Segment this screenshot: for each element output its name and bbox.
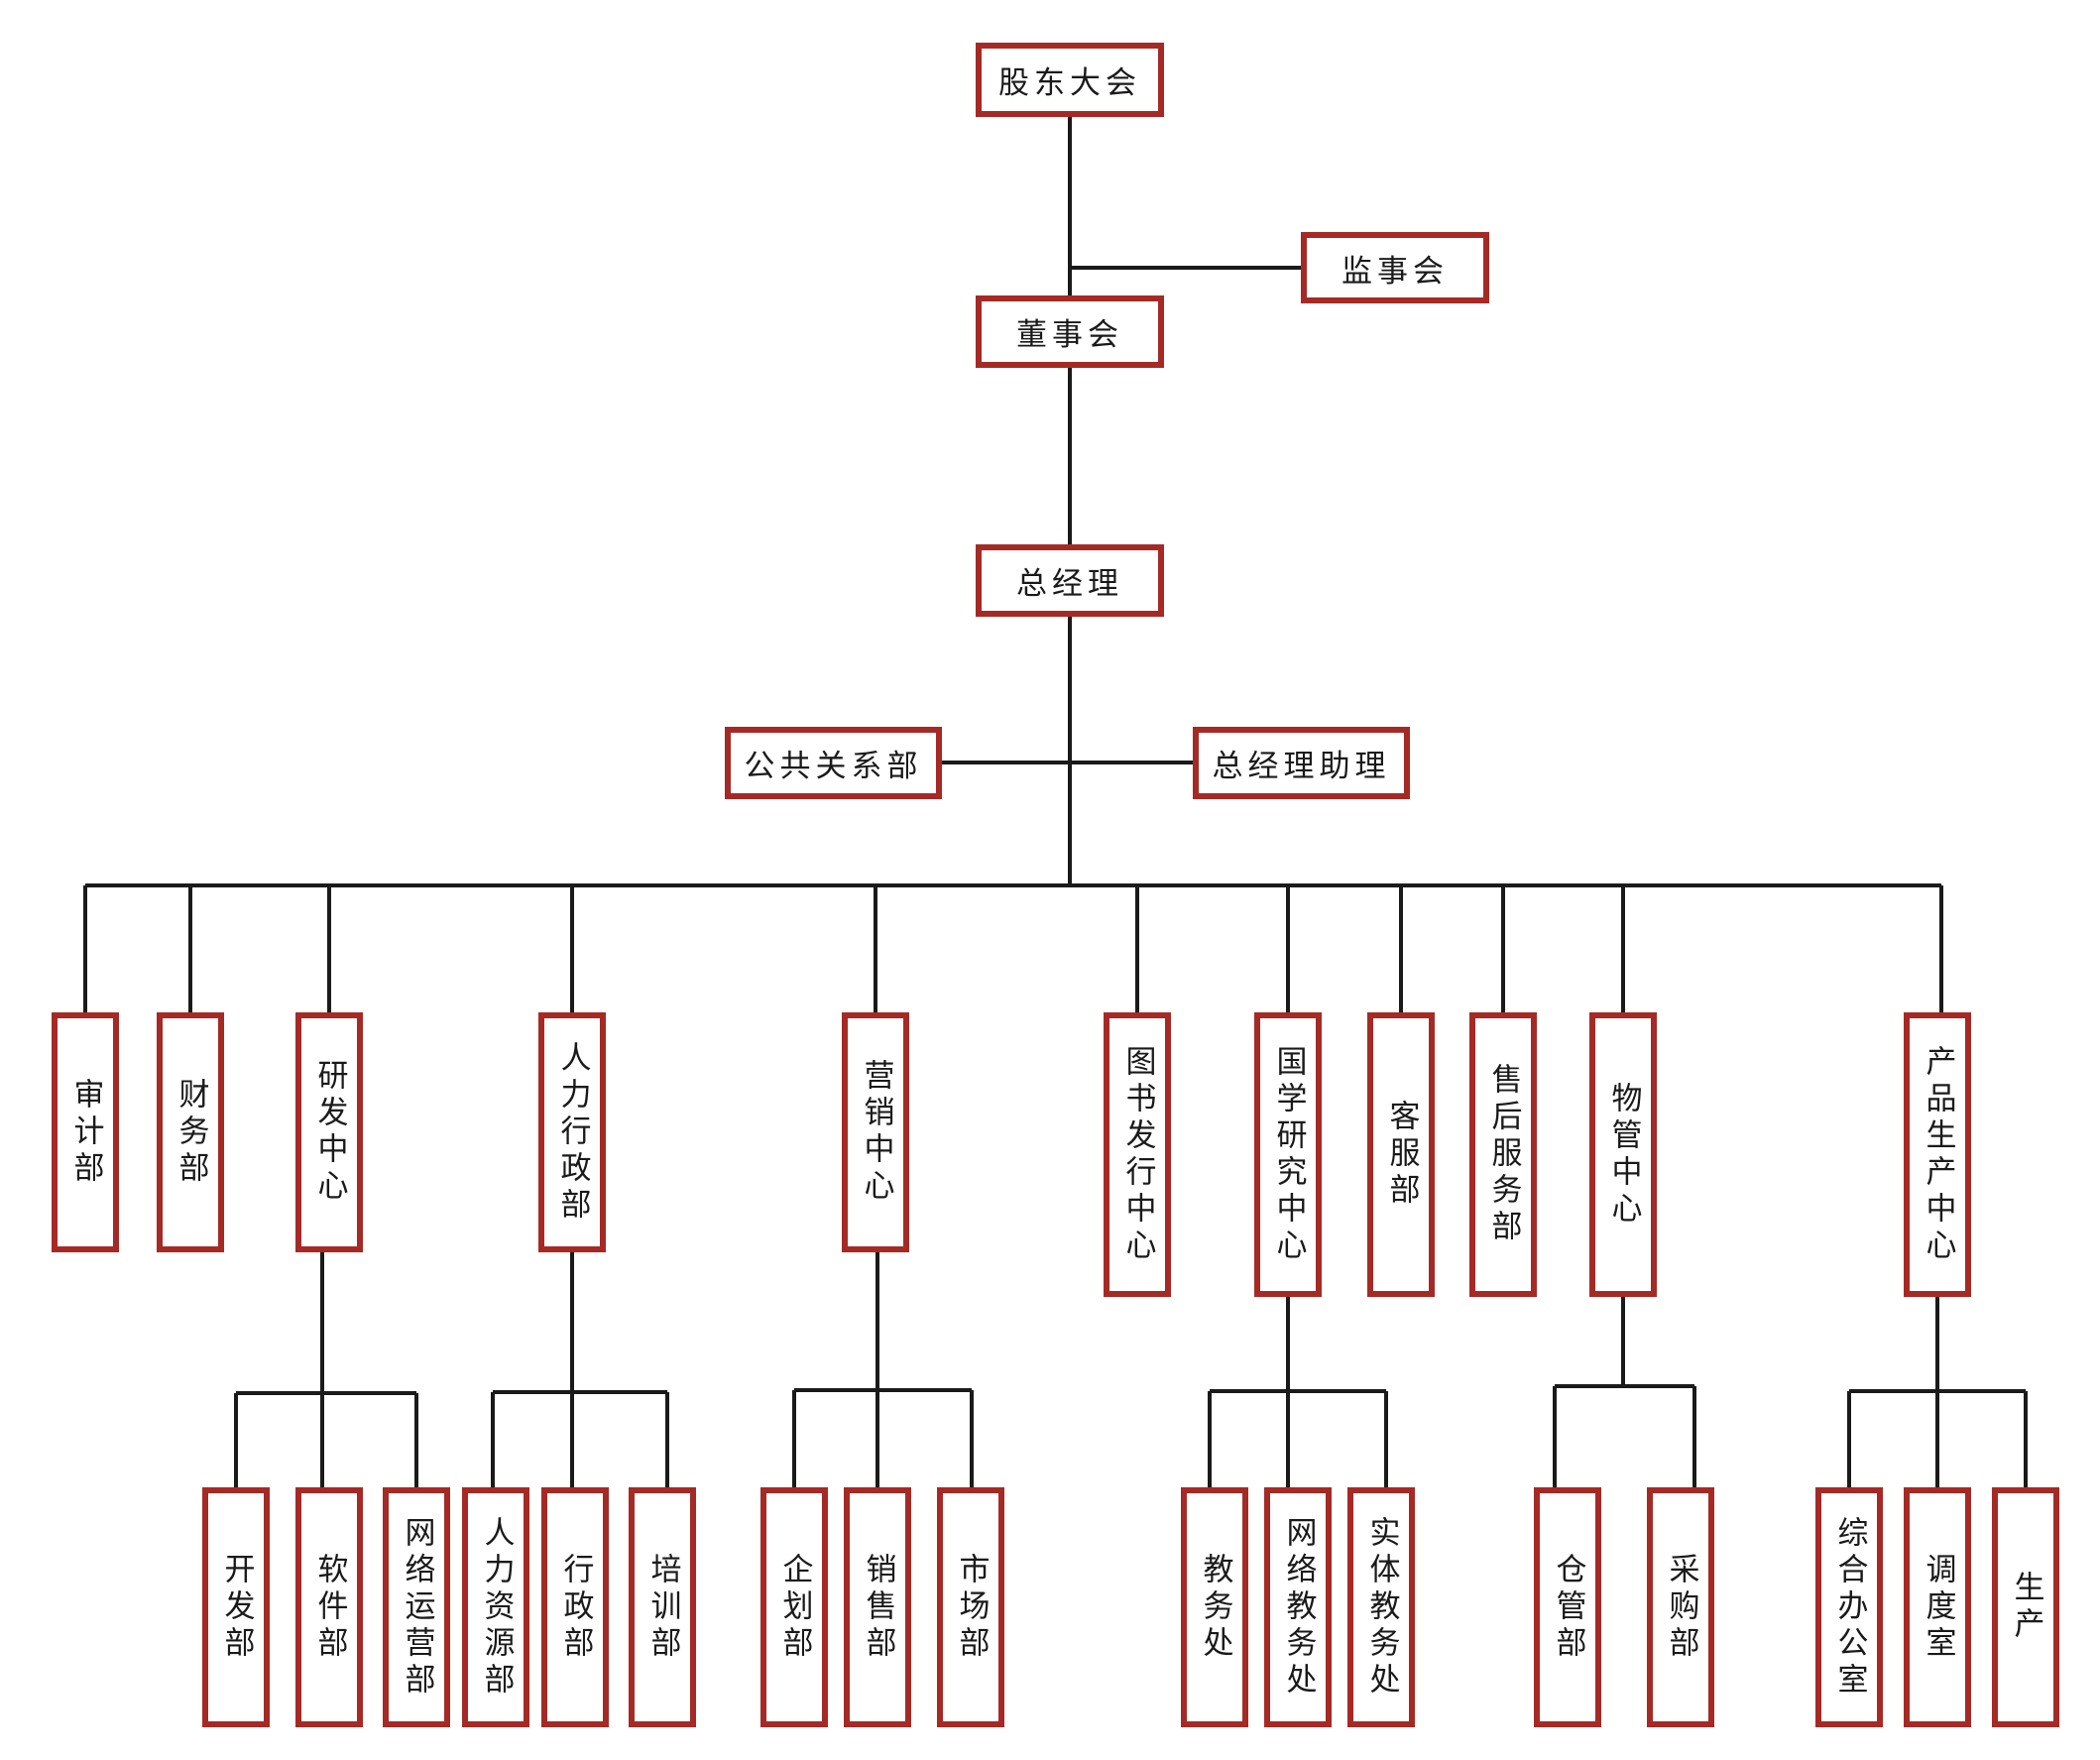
node-sub-general-office: 综合办公室 xyxy=(1815,1487,1883,1727)
node-sub-development: 开发部 xyxy=(202,1487,270,1727)
node-dept-finance: 财务部 xyxy=(157,1012,224,1252)
node-sub-purchasing: 采购部 xyxy=(1647,1487,1714,1727)
node-gm-assistant: 总经理助理 xyxy=(1193,727,1410,799)
connector-sub-logistics xyxy=(1553,1297,1696,1487)
node-sub-software: 软件部 xyxy=(295,1487,363,1727)
connector-sub-production xyxy=(1847,1297,2028,1487)
node-dept-customer-service: 客服部 xyxy=(1367,1012,1435,1297)
node-supervisors: 监事会 xyxy=(1301,232,1489,303)
node-sub-academic-affairs: 教务处 xyxy=(1181,1487,1248,1727)
node-dept-logistics: 物管中心 xyxy=(1589,1012,1657,1297)
node-sub-network-ops: 网络运营部 xyxy=(383,1487,450,1727)
node-sub-dispatch: 调度室 xyxy=(1904,1487,1971,1727)
node-sub-human-resources: 人力资源部 xyxy=(462,1487,529,1727)
node-dept-guoxue-research: 国学研究中心 xyxy=(1254,1012,1322,1297)
node-sub-online-academic: 网络教务处 xyxy=(1264,1487,1332,1727)
node-dept-hr-admin: 人力行政部 xyxy=(538,1012,606,1252)
node-dept-audit: 审计部 xyxy=(52,1012,119,1252)
node-sub-warehouse: 仓管部 xyxy=(1534,1487,1601,1727)
node-dept-rd: 研发中心 xyxy=(295,1012,363,1252)
node-dept-production: 产品生产中心 xyxy=(1904,1012,1971,1297)
node-sub-sales: 销售部 xyxy=(844,1487,911,1727)
node-board: 董事会 xyxy=(976,295,1164,368)
node-shareholders: 股东大会 xyxy=(976,43,1164,117)
node-public-relations: 公共关系部 xyxy=(725,727,942,799)
node-sub-training: 培训部 xyxy=(629,1487,696,1727)
connector-sub-guoxue xyxy=(1208,1297,1388,1487)
node-sub-planning: 企划部 xyxy=(760,1487,828,1727)
connector-sub-hr xyxy=(491,1252,669,1487)
node-sub-offline-academic: 实体教务处 xyxy=(1347,1487,1415,1727)
node-sub-manufacturing: 生产 xyxy=(1992,1487,2059,1727)
node-sub-market: 市场部 xyxy=(937,1487,1004,1727)
node-sub-administration: 行政部 xyxy=(541,1487,609,1727)
node-general-manager: 总经理 xyxy=(976,544,1164,617)
node-dept-after-sales: 售后服务部 xyxy=(1469,1012,1537,1297)
node-dept-marketing: 营销中心 xyxy=(842,1012,909,1252)
connector-sub-rd xyxy=(234,1252,418,1487)
connector-sub-marketing xyxy=(792,1252,974,1487)
node-dept-book-distribution: 图书发行中心 xyxy=(1104,1012,1171,1297)
